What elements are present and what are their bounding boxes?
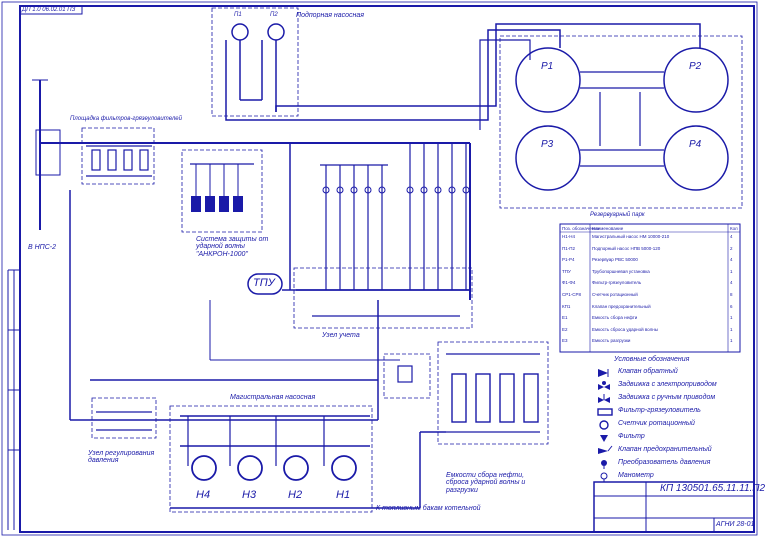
booster-pumps-label: Подпорная насосная (296, 12, 365, 19)
pressure-control-label: Узел регулирования давления (88, 450, 155, 465)
table-cell: Ф1-Ф4 (562, 280, 576, 286)
table-cell: 2 (730, 245, 733, 251)
table-cell: Клапан предохранительный (592, 303, 651, 309)
table-cell: 8 (730, 292, 733, 297)
table-cell: Е1 (562, 315, 568, 321)
legend-label: Задвижка с ручным приводом (618, 394, 716, 401)
table-header: Кол (730, 226, 738, 231)
inner-frame (19, 5, 755, 533)
manometer-icon (600, 472, 608, 482)
table-cell: Н1-Н4 (562, 234, 576, 239)
table-cell: Трубопоршневая установка (592, 268, 650, 274)
drain-tanks (170, 341, 549, 509)
manual-gate-valve-icon (598, 394, 610, 403)
tank-label: Р1 (541, 61, 554, 72)
legend-label: Преобразователь давления (618, 459, 711, 466)
table-cell: 1 (730, 326, 733, 332)
legend-label: Манометр (618, 472, 654, 479)
legend-label: Фильтр (618, 433, 645, 440)
tank-farm-label: Резервуарный парк (590, 212, 645, 218)
booster-pump-1-label: П1 (234, 12, 242, 18)
sheet-code: АГНИ 28-01 (716, 521, 755, 528)
table-cell: Е2 (562, 326, 568, 332)
title-block (593, 481, 755, 533)
pump-label: Н4 (196, 489, 211, 501)
pressure-control-unit (91, 397, 157, 439)
legend-label: Клапан предохранительный (618, 446, 712, 453)
filter-station (81, 127, 155, 185)
pump-label: Н3 (242, 489, 257, 501)
main-pipeline (32, 79, 471, 421)
tank-label: Р2 (689, 61, 702, 72)
table-cell: СР1-СР8 (562, 292, 582, 297)
legend-label: Задвижка с электроприводом (618, 381, 717, 388)
relief-valve-group (383, 353, 431, 399)
rotary-meter-icon (599, 420, 609, 430)
filter-station-label: Площадка фильтров-грязеуловителей (70, 116, 182, 122)
tank-label: Р4 (689, 139, 702, 150)
table-cell: Емкость разгрузки (592, 338, 631, 344)
relief-valve-icon (598, 445, 613, 454)
table-header: Наименование (592, 226, 624, 231)
motor-gate-valve-icon (598, 381, 610, 390)
table-cell: Е3 (562, 338, 568, 344)
table-cell: 6 (730, 303, 733, 309)
tps-label: ТПУ (253, 277, 275, 289)
filter-icon (600, 435, 608, 442)
table-cell: Емкость сбора нефти (592, 315, 638, 321)
booster-pump-station (211, 7, 299, 117)
pump-label: Н1 (336, 489, 351, 501)
wave-protection-accumulators (191, 196, 243, 212)
table-cell: 4 (730, 257, 733, 263)
drain-tanks-label: Емкости сбора нефти, сброса ударной волн… (446, 472, 526, 494)
table-cell: Счетчик ротационный (592, 292, 638, 297)
table-cell: Магистральный насос НМ 10000-210 (592, 234, 670, 239)
legend-label: Клапан обратный (618, 368, 678, 375)
wave-protection-label: Система защиты от ударной волны "АНКРОН-… (196, 236, 269, 258)
table-cell: Резервуар РВС 50000 (592, 257, 638, 263)
table-cell: Емкость сброса ударной волны (592, 326, 658, 332)
equipment-table (559, 223, 741, 353)
strainer-icon (597, 408, 613, 416)
tank-label: Р3 (541, 139, 554, 150)
legend-label: Фильтр-грязеуловитель (618, 407, 701, 414)
wave-protection-system (181, 149, 263, 233)
title-block-code: КП 130501.65.11.11.П2 (660, 483, 765, 494)
table-cell: Р1-Р4 (562, 257, 575, 263)
table-cell: 4 (730, 280, 733, 286)
to-npc-label: В НПС-2 (28, 244, 57, 251)
stamp-box (19, 5, 83, 15)
metering-unit (247, 143, 473, 329)
table-cell: Фильтр-грязеуловитель (592, 280, 642, 286)
tank-farm (225, 23, 743, 209)
pump-label: Н2 (288, 489, 303, 501)
table-cell: 1 (730, 268, 733, 274)
legend-title: Условные обозначения (614, 356, 690, 363)
mainline-pumps-label: Магистральная насосная (230, 394, 316, 401)
table-cell: ТПУ (562, 268, 571, 274)
mainline-pump-station (169, 405, 373, 513)
check-valve-icon (598, 369, 609, 377)
table-cell: КП1 (562, 303, 571, 309)
table-header: Поз. обозначение (562, 226, 600, 231)
table-cell: Подпорный насос НПВ 5000-120 (592, 245, 661, 251)
table-cell: 1 (730, 315, 733, 321)
pressure-transducer-icon (601, 460, 607, 469)
table-cell: П1-П2 (562, 245, 575, 251)
table-cell: 4 (730, 234, 733, 239)
metering-unit-label: Узел учета (322, 332, 360, 339)
stamp-code: ДП 1.0 06.02.01 ПЗ (22, 7, 76, 13)
boiler-fuel-label: К топливным бакам котельной (376, 505, 481, 512)
booster-pump-2-label: П2 (270, 12, 278, 18)
table-cell: 1 (730, 338, 733, 344)
legend-label: Счетчик ротационный (618, 420, 695, 427)
